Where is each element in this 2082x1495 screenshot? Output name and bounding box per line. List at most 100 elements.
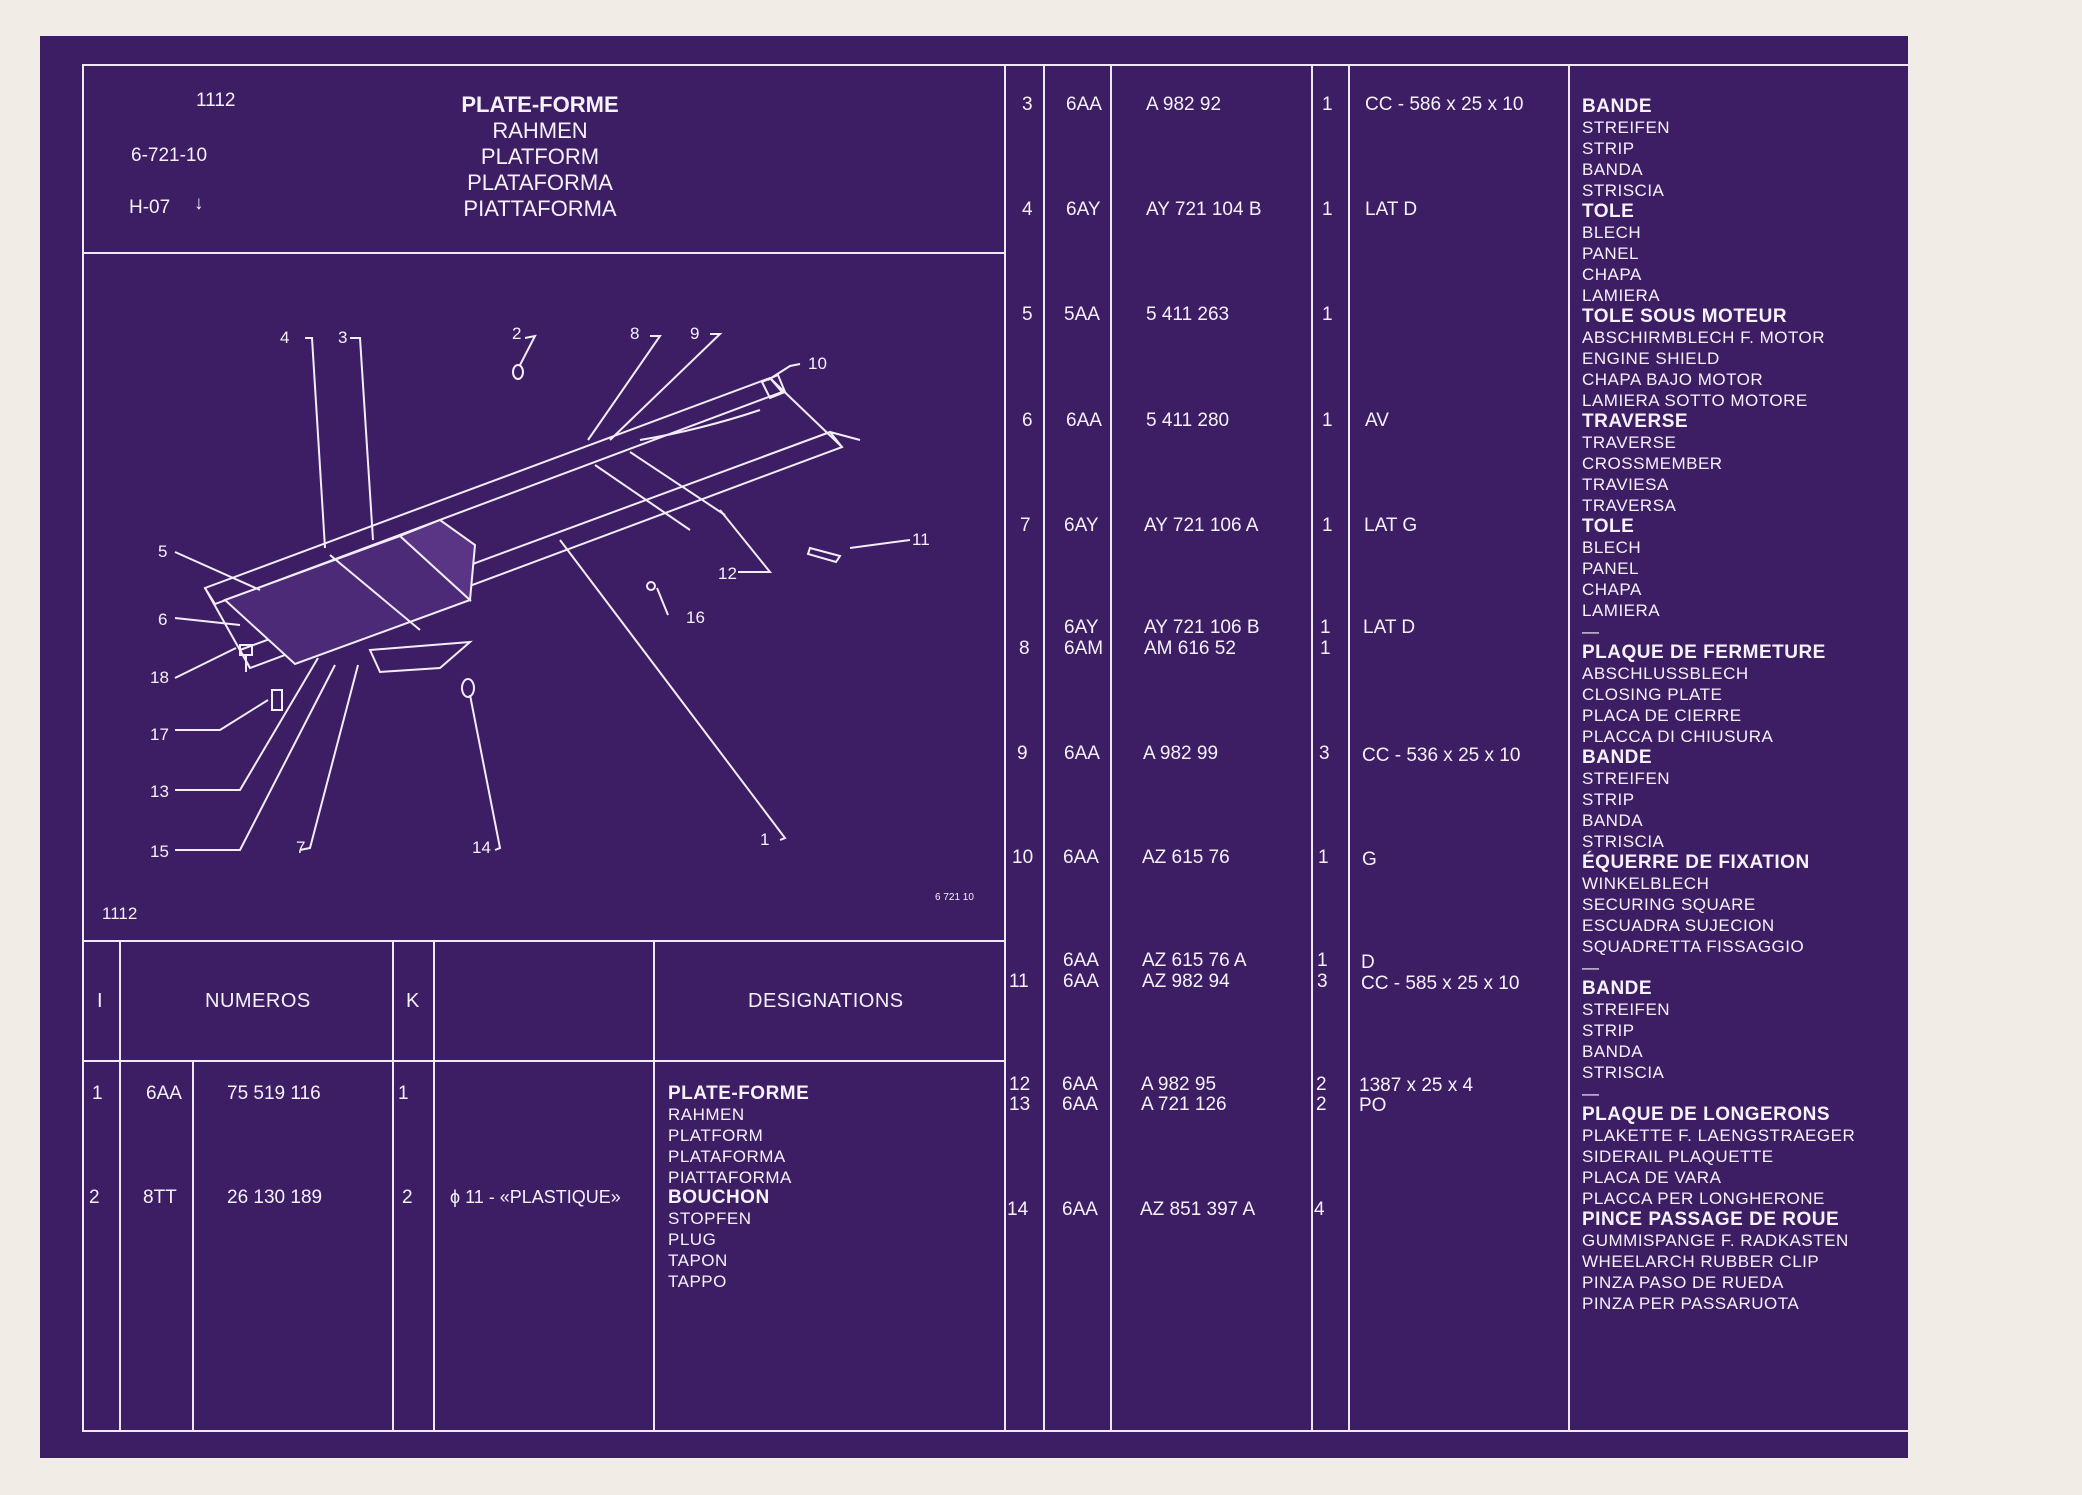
designation-fr: ÉQUERRE DE FIXATION [1582, 852, 1810, 873]
row-number: 75 519 116 [227, 1083, 321, 1104]
designation-fr: PINCE PASSAGE DE ROUE [1582, 1209, 1840, 1230]
row-note: ϕ 11 - «PLASTIQUE» [450, 1187, 621, 1207]
row-qty: 1 [1322, 199, 1333, 220]
designation-en: WHEELARCH RUBBER CLIP [1582, 1252, 1820, 1271]
designation-de: BLECH [1582, 538, 1642, 557]
designation-it: SQUADRETTA FISSAGGIO [1582, 937, 1805, 956]
row-note: G [1362, 849, 1377, 870]
row-prefix: 6AA [1063, 847, 1099, 868]
callout-13: 13 [150, 782, 169, 801]
row-number: 5 411 263 [1146, 304, 1230, 325]
row-qty: 1 [1322, 410, 1333, 431]
designation-en: STRIP [1582, 790, 1635, 809]
designation-it: PINZA PER PASSARUOTA [1582, 1294, 1800, 1313]
designation-es: PLATAFORMA [668, 1147, 786, 1166]
row-index: 12 [1009, 1074, 1031, 1095]
row-designation: BOUCHON STOPFEN PLUG TAPON TAPPO [668, 1187, 770, 1292]
callout-9: 9 [690, 324, 700, 343]
row-prefix: 6AA [1066, 94, 1102, 115]
front-rail-extension [829, 431, 861, 441]
designation-es: BANDA [1582, 1042, 1644, 1061]
row-qty: 1 [1318, 847, 1329, 868]
title-en: PLATFORM [480, 144, 600, 169]
row-qty: 2 [1316, 1074, 1327, 1095]
title-it: PIATTAFORMA [463, 196, 617, 221]
designation-es: BANDA [1582, 160, 1644, 179]
callout-7: 7 [296, 838, 306, 857]
left-col-line [433, 940, 435, 1432]
clip [271, 689, 283, 711]
callout-18: 18 [150, 668, 169, 687]
designation-it: STRISCIA [1582, 832, 1665, 851]
row-note: CC - 536 x 25 x 10 [1362, 745, 1521, 766]
crossmember [329, 554, 421, 631]
film-sheet [40, 36, 1908, 1458]
designation-de: TRAVERSE [1582, 433, 1677, 452]
row-index: 10 [1012, 847, 1034, 868]
designation-it: PLACCA DI CHIUSURA [1582, 727, 1774, 746]
row-note: 1387 x 25 x 4 [1359, 1075, 1474, 1096]
row-qty: 4 [1314, 1199, 1325, 1220]
row-qty: 3 [1319, 743, 1330, 764]
crossmember [594, 464, 691, 531]
designation-es: TRAVIESA [1582, 475, 1669, 494]
designation-dash: — [1582, 1083, 1855, 1104]
designation-fr: PLAQUE DE LONGERONS [1582, 1104, 1831, 1125]
title-fr: PLATE-FORME [461, 92, 619, 117]
clip-14 [461, 678, 475, 698]
page-title: PLATE-FORME RAHMEN PLATFORM PLATAFORMA P… [420, 92, 660, 222]
row-prefix: 6AA [1063, 971, 1099, 992]
row-qty: 1 [1322, 304, 1333, 325]
dash-text: — [1582, 622, 1600, 641]
designation-fr: BANDE [1582, 978, 1653, 999]
designation-de: BLECH [1582, 223, 1642, 242]
row-qty: 3 [1317, 971, 1328, 992]
callout-16: 16 [686, 608, 705, 627]
designation-it: STRISCIA [1582, 1063, 1665, 1082]
callout-4: 4 [280, 328, 290, 347]
row-prefix: 6AY [1064, 515, 1099, 536]
title-block-divider [82, 252, 1006, 254]
row-prefix: 6AA [1063, 950, 1099, 971]
row-prefix: 8TT [143, 1187, 177, 1208]
designation-fr: PLAQUE DE FERMETURE [1582, 642, 1826, 663]
plug [512, 364, 524, 380]
right-col-line [1110, 64, 1112, 1432]
designation-de: STREIFEN [1582, 769, 1671, 788]
header-ref: 6-721-10 [131, 145, 208, 166]
dash-text: — [1582, 958, 1600, 977]
designation-es: PLACA DE CIERRE [1582, 706, 1742, 725]
title-de: RAHMEN [492, 118, 588, 143]
rear-bracket [368, 640, 473, 674]
designation-es: BANDA [1582, 811, 1644, 830]
row-note: LAT D [1365, 199, 1418, 220]
callout-8: 8 [630, 324, 640, 343]
row-note: D [1361, 952, 1375, 973]
column-header-designations: DESIGNATIONS [748, 990, 904, 1012]
left-col-line [192, 1060, 194, 1432]
row-index: 2 [89, 1187, 100, 1208]
clip-16 [646, 581, 656, 591]
row-prefix: 6AM [1064, 638, 1104, 659]
designation-it: TRAVERSA [1582, 496, 1677, 515]
row-index: 3 [1022, 94, 1033, 115]
zone-arrow-icon: ↓ [194, 193, 204, 214]
engine-shield [398, 518, 477, 603]
crossmember [629, 451, 726, 516]
designation-fr: TRAVERSE [1582, 411, 1689, 432]
row-qty: 1 [398, 1083, 409, 1104]
row-number: AM 616 52 [1144, 638, 1236, 659]
designation-es: TAPON [668, 1251, 728, 1270]
row-prefix: 6AA [1064, 743, 1100, 764]
